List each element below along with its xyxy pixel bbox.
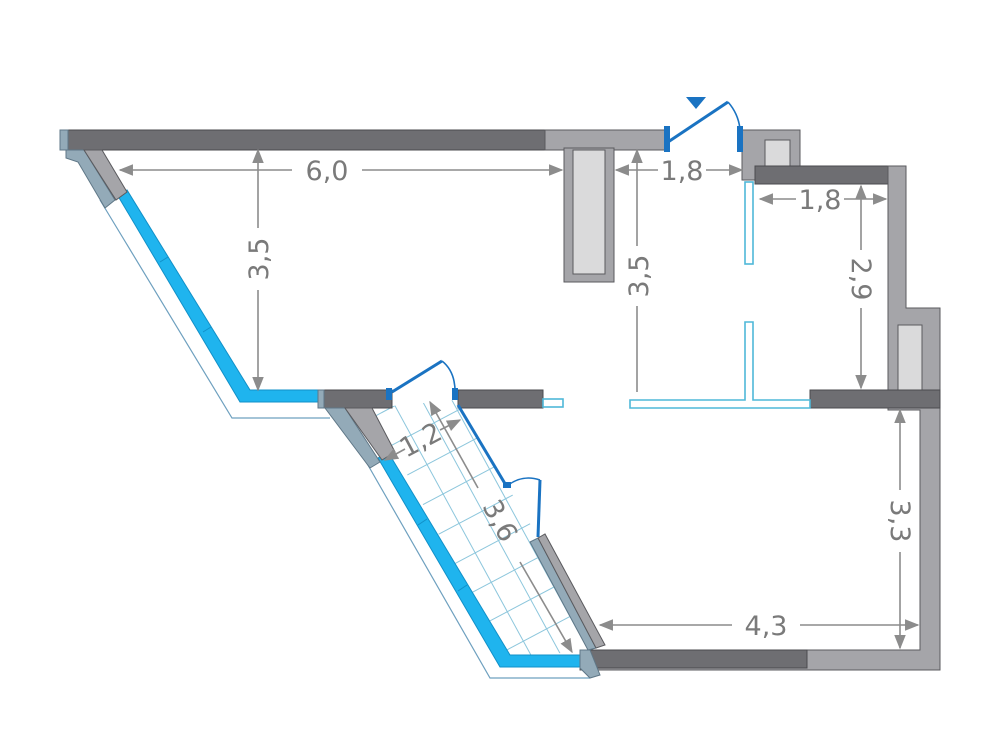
dimension-main-room-width: 6,0 bbox=[118, 156, 564, 187]
door-leaf bbox=[536, 479, 542, 538]
dimension-label: 1,2 bbox=[395, 417, 447, 465]
dimension-bathroom-depth: 2,9 bbox=[845, 184, 876, 390]
bathroom-top-wall bbox=[754, 165, 891, 185]
door-jamb-left bbox=[664, 126, 670, 152]
right-exterior-wall bbox=[579, 165, 941, 671]
balcony-door[interactable] bbox=[386, 359, 458, 400]
door-swing-arc bbox=[727, 101, 742, 141]
door-swing-arc bbox=[441, 360, 456, 396]
left-facade-outline bbox=[99, 199, 330, 419]
dimension-label: 3,6 bbox=[476, 495, 524, 547]
dimension-balcony-width: 1,2 bbox=[383, 417, 462, 465]
balcony-angled-wall-outer bbox=[324, 407, 381, 469]
balcony-right-partition bbox=[542, 398, 564, 408]
balcony-left-wall bbox=[321, 389, 393, 409]
kitchen-angled-wall bbox=[537, 533, 606, 649]
dimension-label: 4,3 bbox=[745, 611, 788, 642]
dimension-label: 1,8 bbox=[661, 156, 704, 187]
balcony-glazing-line bbox=[456, 404, 509, 488]
hall-partition-vertical-top bbox=[744, 181, 754, 265]
dimension-bathroom-width: 1,8 bbox=[758, 185, 888, 216]
bathroom-bottom-wall bbox=[809, 389, 941, 409]
window-mullion bbox=[159, 256, 169, 263]
top-exterior-wall bbox=[59, 129, 551, 151]
dimension-hall-width: 1,8 bbox=[614, 156, 744, 187]
dimension-label: 1,8 bbox=[799, 185, 842, 216]
column-shaft bbox=[572, 149, 606, 275]
kitchen-balcony-door[interactable] bbox=[456, 404, 542, 538]
dimension-label: 3,3 bbox=[884, 500, 915, 543]
door-jamb-left bbox=[386, 388, 392, 400]
dimension-label: 2,9 bbox=[845, 258, 876, 301]
dimension-label: 3,5 bbox=[244, 238, 275, 281]
left-angled-wall bbox=[83, 149, 128, 201]
dimension-kitchen-depth: 3,3 bbox=[884, 408, 915, 650]
dimension-main-room-depth: 3,5 bbox=[244, 148, 275, 392]
living-room-window bbox=[117, 189, 321, 403]
right-vent-shaft bbox=[897, 324, 923, 391]
dimension-kitchen-width: 4,3 bbox=[598, 611, 920, 642]
window-mullion bbox=[417, 518, 428, 526]
dimension-label: 3,5 bbox=[624, 255, 655, 298]
door-leaf bbox=[391, 359, 443, 394]
entrance-triangle-icon bbox=[686, 97, 706, 109]
hall-partition-t bbox=[629, 321, 811, 409]
dimension-label: 6,0 bbox=[306, 156, 349, 187]
door-swing-arc bbox=[506, 477, 541, 487]
vent-shaft bbox=[764, 139, 791, 167]
balcony-facade-outline bbox=[344, 424, 590, 679]
dimension-hall-depth: 3,5 bbox=[624, 148, 655, 392]
entrance-door[interactable] bbox=[664, 100, 743, 152]
balcony-left-cap bbox=[317, 389, 325, 409]
door-leaf bbox=[667, 100, 729, 144]
window-mullion bbox=[202, 326, 212, 333]
bottom-exterior-wall bbox=[584, 649, 808, 669]
window-mullion bbox=[457, 584, 468, 592]
corner-cap bbox=[59, 129, 69, 151]
balcony-right-wall bbox=[457, 389, 544, 409]
top-wall-right-segment bbox=[544, 129, 668, 151]
